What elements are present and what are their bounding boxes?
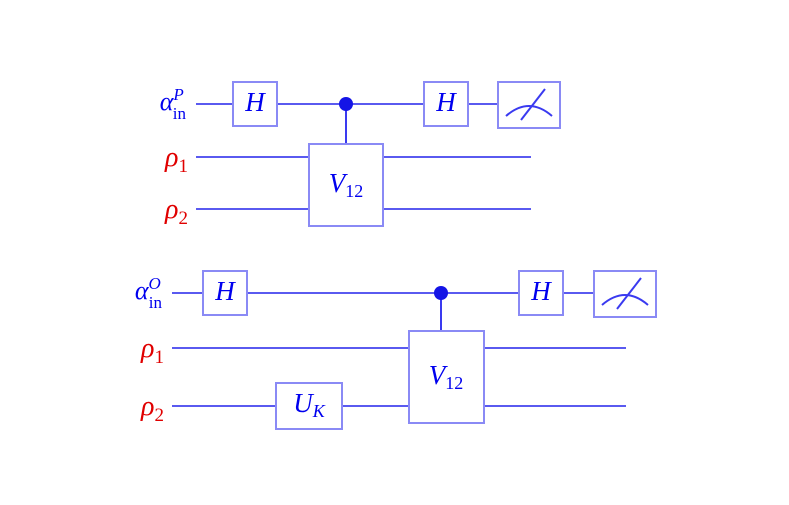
wire-label-rho1: ρ1 — [164, 142, 188, 177]
gate-box — [408, 330, 485, 424]
gate-v12[interactable]: V12 — [308, 143, 384, 227]
wire-label-rho2: ρ2 — [164, 194, 188, 229]
gate-label-h: H — [244, 87, 266, 117]
gate-uk[interactable]: UK — [275, 382, 343, 430]
gate-hadamard-left[interactable]: H — [232, 81, 278, 127]
gate-label-uk: UK — [293, 388, 326, 421]
gate-v12[interactable]: V12 — [408, 330, 485, 424]
gate-box — [518, 270, 564, 316]
wire-label-rho2: ρ2 — [140, 391, 164, 426]
gate-box — [202, 270, 248, 316]
gate-box — [232, 81, 278, 127]
gate-hadamard-left[interactable]: H — [202, 270, 248, 316]
gate-box — [275, 382, 343, 430]
gate-label-h: H — [530, 276, 552, 306]
gate-measurement[interactable] — [593, 270, 657, 318]
gate-hadamard-right[interactable]: H — [423, 81, 469, 127]
gate-label-v12: V12 — [429, 360, 464, 393]
control-dot[interactable] — [339, 97, 353, 111]
meter-needle-icon — [520, 88, 546, 121]
gate-box — [308, 143, 384, 227]
gate-label-h: H — [435, 87, 457, 117]
circuit-parity: H V12 H — [160, 81, 561, 229]
gate-hadamard-right[interactable]: H — [518, 270, 564, 316]
control-dot[interactable] — [434, 286, 448, 300]
gate-label-h: H — [214, 276, 236, 306]
gate-box — [423, 81, 469, 127]
circuit-overlap: H UK V12 H — [135, 270, 657, 430]
gate-measurement[interactable] — [497, 81, 561, 129]
meter-arc-icon — [505, 105, 553, 117]
gate-label-v12: V12 — [329, 168, 364, 201]
meter-needle-icon — [616, 277, 642, 310]
meter-arc-icon — [601, 294, 649, 306]
wire-label-rho1: ρ1 — [140, 333, 164, 368]
